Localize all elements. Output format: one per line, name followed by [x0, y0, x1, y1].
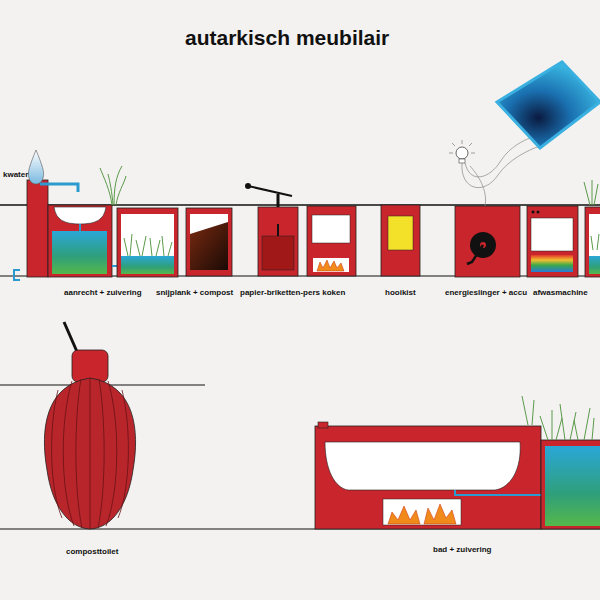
caption-label: kwater	[3, 170, 28, 179]
caption-label: afwasmachine	[533, 288, 588, 297]
caption-label: papier-briketten-pers koken	[240, 288, 345, 297]
caption-label: bad + zuivering	[433, 545, 491, 554]
caption-label: energieslinger + accu	[445, 288, 527, 297]
caption-label: composttoilet	[66, 547, 118, 556]
caption-label: snijplank + compost	[156, 288, 233, 297]
diagram-title: autarkisch meubilair	[185, 26, 389, 50]
caption-label: aanrecht + zuivering	[64, 288, 142, 297]
caption-label: hooikist	[385, 288, 416, 297]
